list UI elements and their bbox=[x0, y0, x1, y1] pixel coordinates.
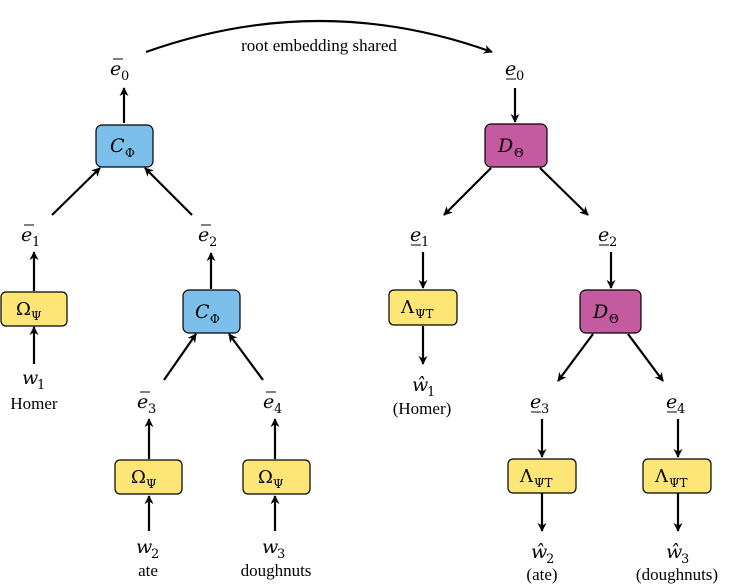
svg-text:e: e bbox=[505, 58, 516, 80]
enc-node-e4: e 4 bbox=[263, 391, 282, 417]
svg-text:Θ: Θ bbox=[609, 312, 619, 326]
svg-text:1: 1 bbox=[37, 378, 45, 393]
svg-text:Λ: Λ bbox=[519, 466, 534, 487]
dec-decomposer-mid: D Θ bbox=[579, 289, 642, 334]
enc-node-e3: e 3 bbox=[137, 391, 156, 417]
svg-text:ΨT: ΨT bbox=[669, 476, 688, 490]
enc-word-w1: w 1 Homer bbox=[10, 367, 58, 413]
svg-text:0: 0 bbox=[121, 69, 129, 84]
enc-leaf-omega-2: Ω Ψ bbox=[114, 459, 183, 495]
svg-text:D: D bbox=[592, 301, 608, 323]
dec-leaf-lambda-3: Λ ΨT bbox=[642, 458, 712, 494]
enc-composer-mid: C Φ bbox=[182, 289, 241, 334]
dec-node-e1: e 1 bbox=[410, 224, 429, 250]
svg-text:(ate): (ate) bbox=[526, 565, 557, 584]
svg-text:Λ: Λ bbox=[654, 466, 669, 487]
svg-text:e: e bbox=[110, 58, 121, 80]
svg-text:3: 3 bbox=[148, 402, 156, 417]
svg-text:Φ: Φ bbox=[125, 146, 135, 160]
svg-text:w: w bbox=[136, 536, 152, 558]
svg-text:C: C bbox=[195, 301, 210, 323]
svg-text:ΨT: ΨT bbox=[415, 307, 434, 321]
root-shared-arc bbox=[145, 19, 493, 54]
svg-text:2: 2 bbox=[209, 235, 217, 250]
svg-text:(doughnuts): (doughnuts) bbox=[636, 565, 718, 584]
svg-text:e: e bbox=[410, 224, 421, 246]
svg-text:0: 0 bbox=[516, 69, 524, 84]
enc-leaf-omega-3: Ω Ψ bbox=[242, 459, 311, 495]
svg-text:(Homer): (Homer) bbox=[393, 399, 452, 418]
svg-text:D: D bbox=[497, 135, 513, 157]
dec-leaf-lambda-2: Λ ΨT bbox=[507, 458, 577, 494]
svg-text:e: e bbox=[21, 224, 32, 246]
svg-text:C: C bbox=[110, 135, 125, 157]
svg-text:Ω: Ω bbox=[131, 467, 146, 488]
dec-node-e4: e 4 bbox=[666, 391, 685, 417]
edge-e4-to-c-mid bbox=[228, 333, 264, 381]
enc-node-e2: e 2 bbox=[198, 224, 217, 250]
svg-text:2: 2 bbox=[609, 235, 617, 250]
svg-text:w: w bbox=[262, 536, 278, 558]
dec-decomposer-top: D Θ bbox=[484, 123, 548, 168]
edge-e1-to-c-top bbox=[51, 167, 101, 216]
edge-e2-to-c-top bbox=[144, 167, 193, 216]
root-shared-label: root embedding shared bbox=[241, 36, 397, 55]
svg-text:e: e bbox=[598, 224, 609, 246]
enc-composer-top: C Φ bbox=[95, 124, 154, 168]
svg-text:4: 4 bbox=[677, 402, 685, 417]
encoder-edges bbox=[29, 87, 280, 531]
dec-node-e0: e 0 bbox=[505, 58, 524, 84]
svg-text:3: 3 bbox=[277, 547, 285, 562]
dec-leaf-lambda-1: Λ ΨT bbox=[388, 289, 458, 326]
svg-text:Ψ: Ψ bbox=[146, 477, 157, 491]
svg-text:Θ: Θ bbox=[514, 146, 524, 160]
enc-word-w3: w 3 doughnuts bbox=[241, 536, 312, 580]
svg-text:3: 3 bbox=[681, 552, 689, 567]
edge-d-top-to-e1 bbox=[443, 167, 492, 216]
svg-text:w: w bbox=[22, 367, 38, 389]
dec-word-w2: ŵ 2 (ate) bbox=[526, 541, 557, 584]
svg-text:ŵ: ŵ bbox=[666, 541, 682, 563]
edge-d-mid-to-e3 bbox=[557, 333, 594, 382]
svg-text:ate: ate bbox=[138, 561, 158, 580]
svg-text:ŵ: ŵ bbox=[412, 374, 428, 396]
svg-text:Ω: Ω bbox=[16, 299, 31, 320]
enc-word-w2: w 2 ate bbox=[136, 536, 159, 580]
svg-text:Ψ: Ψ bbox=[31, 309, 42, 323]
svg-text:1: 1 bbox=[32, 235, 40, 250]
svg-text:doughnuts: doughnuts bbox=[241, 561, 312, 580]
dec-word-w1: ŵ 1 (Homer) bbox=[393, 374, 452, 418]
svg-text:1: 1 bbox=[421, 235, 429, 250]
enc-node-e0: e 0 bbox=[110, 58, 129, 84]
edge-d-mid-to-e4 bbox=[627, 333, 664, 382]
svg-text:Homer: Homer bbox=[10, 394, 58, 413]
edge-e3-to-c-mid bbox=[163, 333, 197, 381]
svg-text:ΨT: ΨT bbox=[534, 476, 553, 490]
svg-text:e: e bbox=[666, 391, 677, 413]
svg-text:e: e bbox=[263, 391, 274, 413]
svg-text:Λ: Λ bbox=[400, 297, 415, 318]
dec-node-e2: e 2 bbox=[598, 224, 617, 250]
decoder-edges bbox=[418, 88, 683, 532]
edge-d-top-to-e2 bbox=[539, 167, 589, 216]
svg-text:e: e bbox=[530, 391, 541, 413]
svg-text:1: 1 bbox=[427, 385, 435, 400]
dec-node-e3: e 3 bbox=[530, 391, 549, 417]
svg-text:3: 3 bbox=[541, 402, 549, 417]
svg-text:Ω: Ω bbox=[258, 467, 273, 488]
svg-text:ŵ: ŵ bbox=[531, 541, 547, 563]
svg-text:Ψ: Ψ bbox=[273, 477, 284, 491]
svg-text:2: 2 bbox=[151, 547, 159, 562]
svg-text:4: 4 bbox=[274, 402, 282, 417]
enc-node-e1: e 1 bbox=[21, 224, 40, 250]
svg-text:e: e bbox=[198, 224, 209, 246]
svg-text:e: e bbox=[137, 391, 148, 413]
svg-text:2: 2 bbox=[546, 552, 554, 567]
dec-word-w3: ŵ 3 (doughnuts) bbox=[636, 541, 718, 584]
enc-leaf-omega-1: Ω Ψ bbox=[0, 291, 68, 327]
svg-text:Φ: Φ bbox=[210, 312, 220, 326]
